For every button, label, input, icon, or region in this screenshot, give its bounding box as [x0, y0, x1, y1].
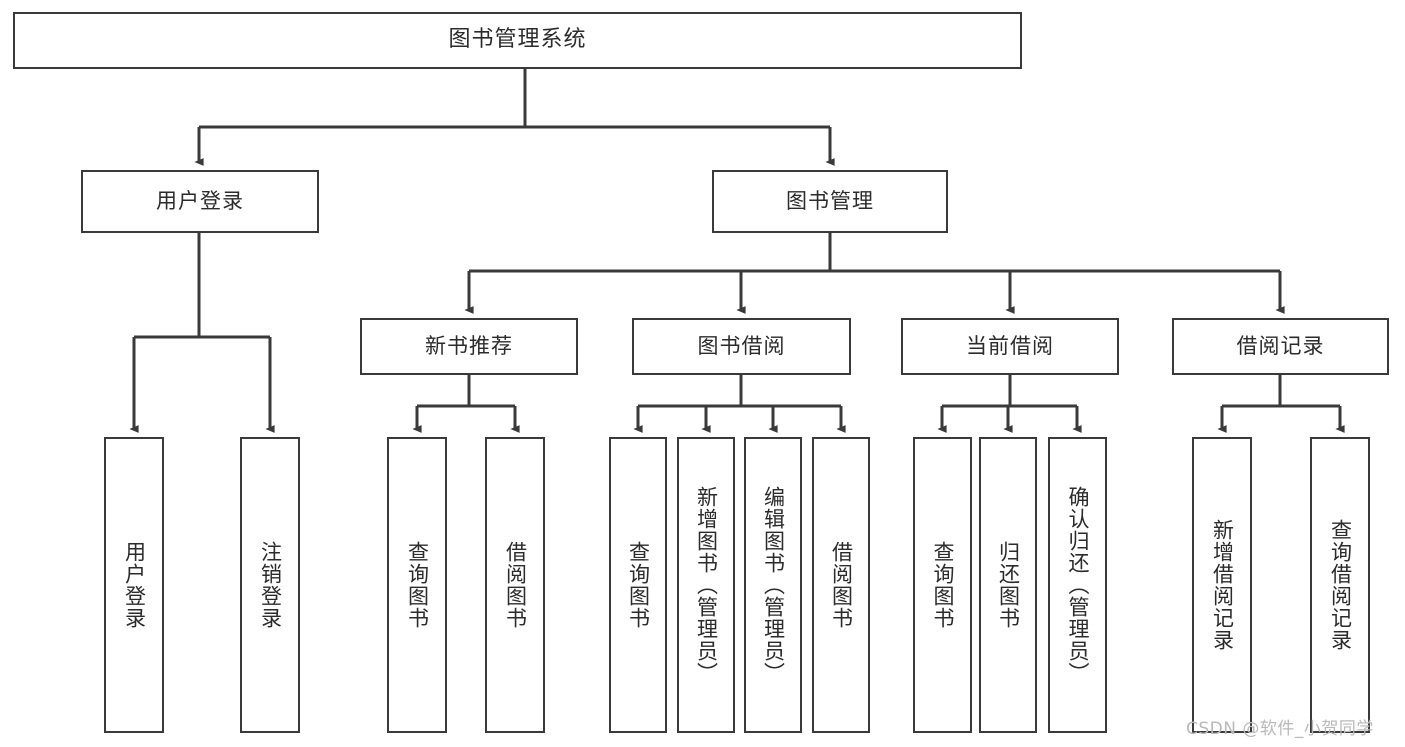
- node-current-borrow[interactable]: 当前借阅: [901, 318, 1119, 375]
- node-leaf-query-borrow-record[interactable]: 查询借阅记录: [1310, 437, 1370, 733]
- node-book-borrow[interactable]: 图书借阅: [632, 318, 851, 375]
- node-new-book-recommendation[interactable]: 新书推荐: [360, 318, 578, 375]
- node-leaf-borrow-book-recommendation[interactable]: 借阅图书: [485, 437, 545, 733]
- node-borrow-record[interactable]: 借阅记录: [1172, 318, 1389, 375]
- node-leaf-confirm-return-admin[interactable]: 确认归还（管理员）: [1048, 437, 1107, 733]
- node-book-manage[interactable]: 图书管理: [712, 170, 948, 233]
- node-leaf-add-borrow-record[interactable]: 新增借阅记录: [1192, 437, 1252, 733]
- csdn-watermark: CSDN @软件_小贺同学: [1186, 719, 1374, 739]
- node-user-login[interactable]: 用户登录: [81, 170, 319, 233]
- node-leaf-borrow-book[interactable]: 借阅图书: [812, 437, 870, 733]
- node-leaf-query-book-borrow[interactable]: 查询图书: [609, 437, 667, 733]
- node-leaf-return-book[interactable]: 归还图书: [979, 437, 1037, 733]
- node-leaf-query-book-recommendation[interactable]: 查询图书: [387, 437, 447, 733]
- node-leaf-query-book-current[interactable]: 查询图书: [913, 437, 972, 733]
- node-leaf-user-logout[interactable]: 注销登录: [240, 437, 300, 733]
- node-leaf-edit-book-admin[interactable]: 编辑图书（管理员）: [744, 437, 802, 733]
- node-leaf-add-book-admin[interactable]: 新增图书（管理员）: [677, 437, 735, 733]
- node-root[interactable]: 图书管理系统: [13, 12, 1022, 69]
- node-leaf-user-login[interactable]: 用户登录: [104, 437, 164, 733]
